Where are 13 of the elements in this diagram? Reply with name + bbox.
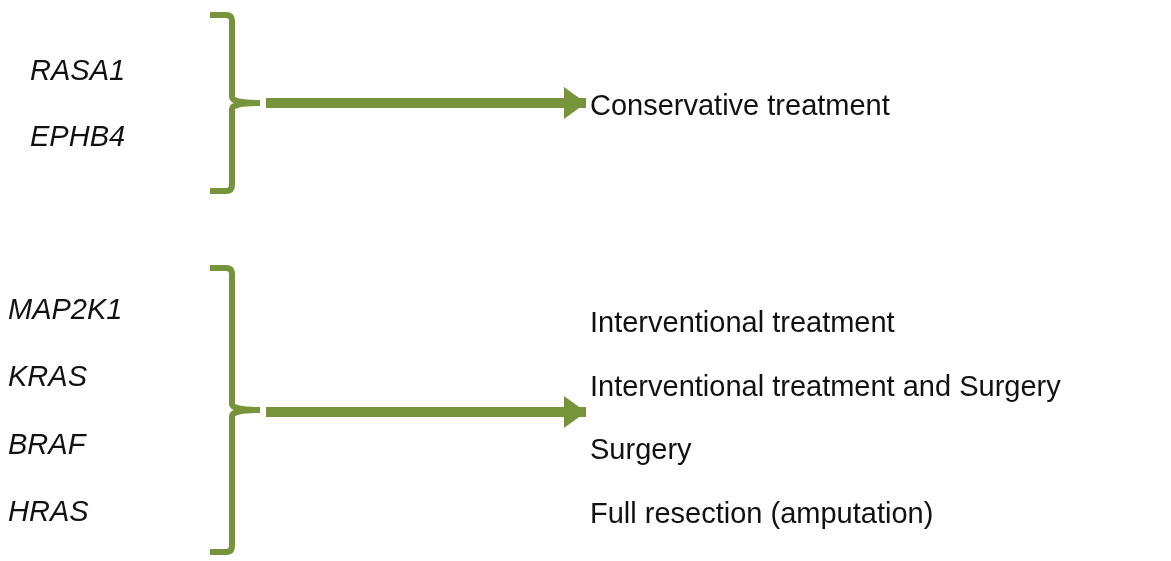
treatment-text: Surgery bbox=[590, 432, 693, 467]
gene-name: KRAS bbox=[8, 359, 88, 394]
arrow bbox=[266, 87, 586, 119]
gene-name: BRAF bbox=[8, 426, 88, 461]
treatment-text: Interventional treatment and Surgery bbox=[590, 368, 1061, 403]
gene-name: HRAS bbox=[8, 494, 90, 529]
gene-name: RASA1 bbox=[30, 53, 126, 87]
gene-name: MAP2K1 bbox=[8, 291, 123, 326]
gene-name: EPHB4 bbox=[30, 119, 126, 153]
treatment-text: Full resection (amputation) bbox=[590, 496, 935, 531]
treatment-text: Interventional treatment bbox=[590, 304, 896, 339]
arrow bbox=[266, 396, 586, 428]
treatment-text: Conservative treatment bbox=[590, 88, 890, 122]
